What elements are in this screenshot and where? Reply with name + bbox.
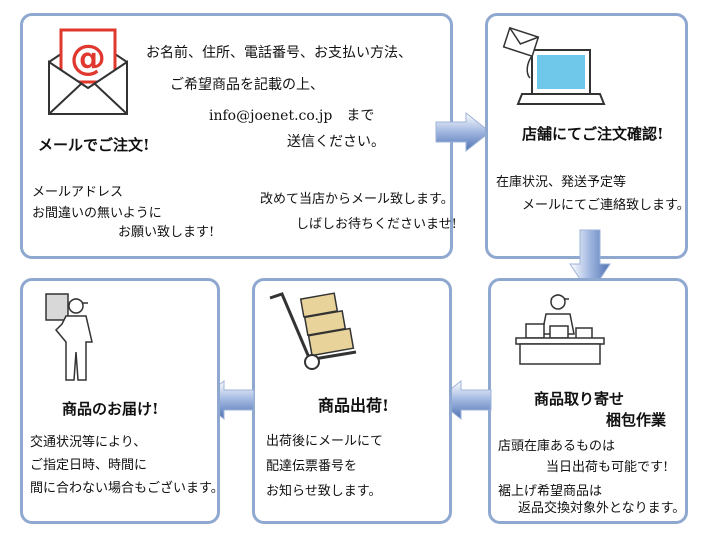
step4-title: 商品出荷!	[318, 396, 390, 415]
step1-line-4: 送信ください。	[287, 134, 385, 150]
step1-email-address: info@joenet.co.jp まで	[209, 108, 375, 124]
delivery-person-icon	[45, 293, 93, 381]
step5-line-3: 間に合わない場合もございます。	[30, 481, 224, 496]
step1-note-right-2: しばしお待ちくださいませ!	[296, 217, 457, 232]
step1-note-left-1: メールアドレス	[32, 185, 124, 200]
laptop-mail-icon	[502, 26, 606, 105]
step4-line-1: 出荷後にメールにて	[266, 434, 384, 449]
step3-box	[488, 278, 688, 524]
packing-worker-icon	[515, 294, 605, 365]
step1-line-1: お名前、住所、電話番号、お支払い方法、	[146, 45, 412, 61]
step3-note2-1: 裾上げ希望商品は	[498, 484, 603, 499]
hand-truck-icon	[269, 292, 357, 370]
step5-line-1: 交通状況等により、	[30, 435, 147, 450]
step1-note-left-3: お願い致します!	[118, 225, 215, 240]
step3-title-2: 梱包作業	[606, 411, 667, 429]
step2-box	[485, 13, 688, 259]
email-envelope-icon: @	[48, 28, 128, 115]
step3-note1-1: 店頭在庫あるものは	[498, 439, 616, 454]
step4-line-3: お知らせ致します。	[266, 484, 382, 499]
step1-line-2: ご希望商品を記載の上、	[170, 77, 324, 93]
step1-title: メールでご注文!	[38, 136, 150, 154]
step2-line-1: 在庫状況、発送予定等	[496, 175, 627, 190]
step3-note2-2: 返品交換対象外となります。	[518, 501, 686, 516]
step4-line-2: 配達伝票番号を	[266, 459, 358, 474]
step1-note-right-1: 改めて当店からメール致します。	[260, 192, 454, 207]
step1-note-left-2: お間違いの無いように	[32, 206, 162, 221]
arrow-right-icon	[435, 111, 491, 153]
step2-line-2: メールにてご連絡致します。	[522, 198, 690, 213]
step3-note1-2: 当日出荷も可能です!	[546, 460, 669, 475]
step3-title-1: 商品取り寄せ	[534, 390, 625, 408]
svg-text:@: @	[70, 38, 106, 79]
step5-line-2: ご指定日時、時間に	[30, 458, 148, 473]
step5-title: 商品のお届け!	[62, 400, 159, 418]
step2-title: 店舗にてご注文確認!	[522, 125, 664, 143]
